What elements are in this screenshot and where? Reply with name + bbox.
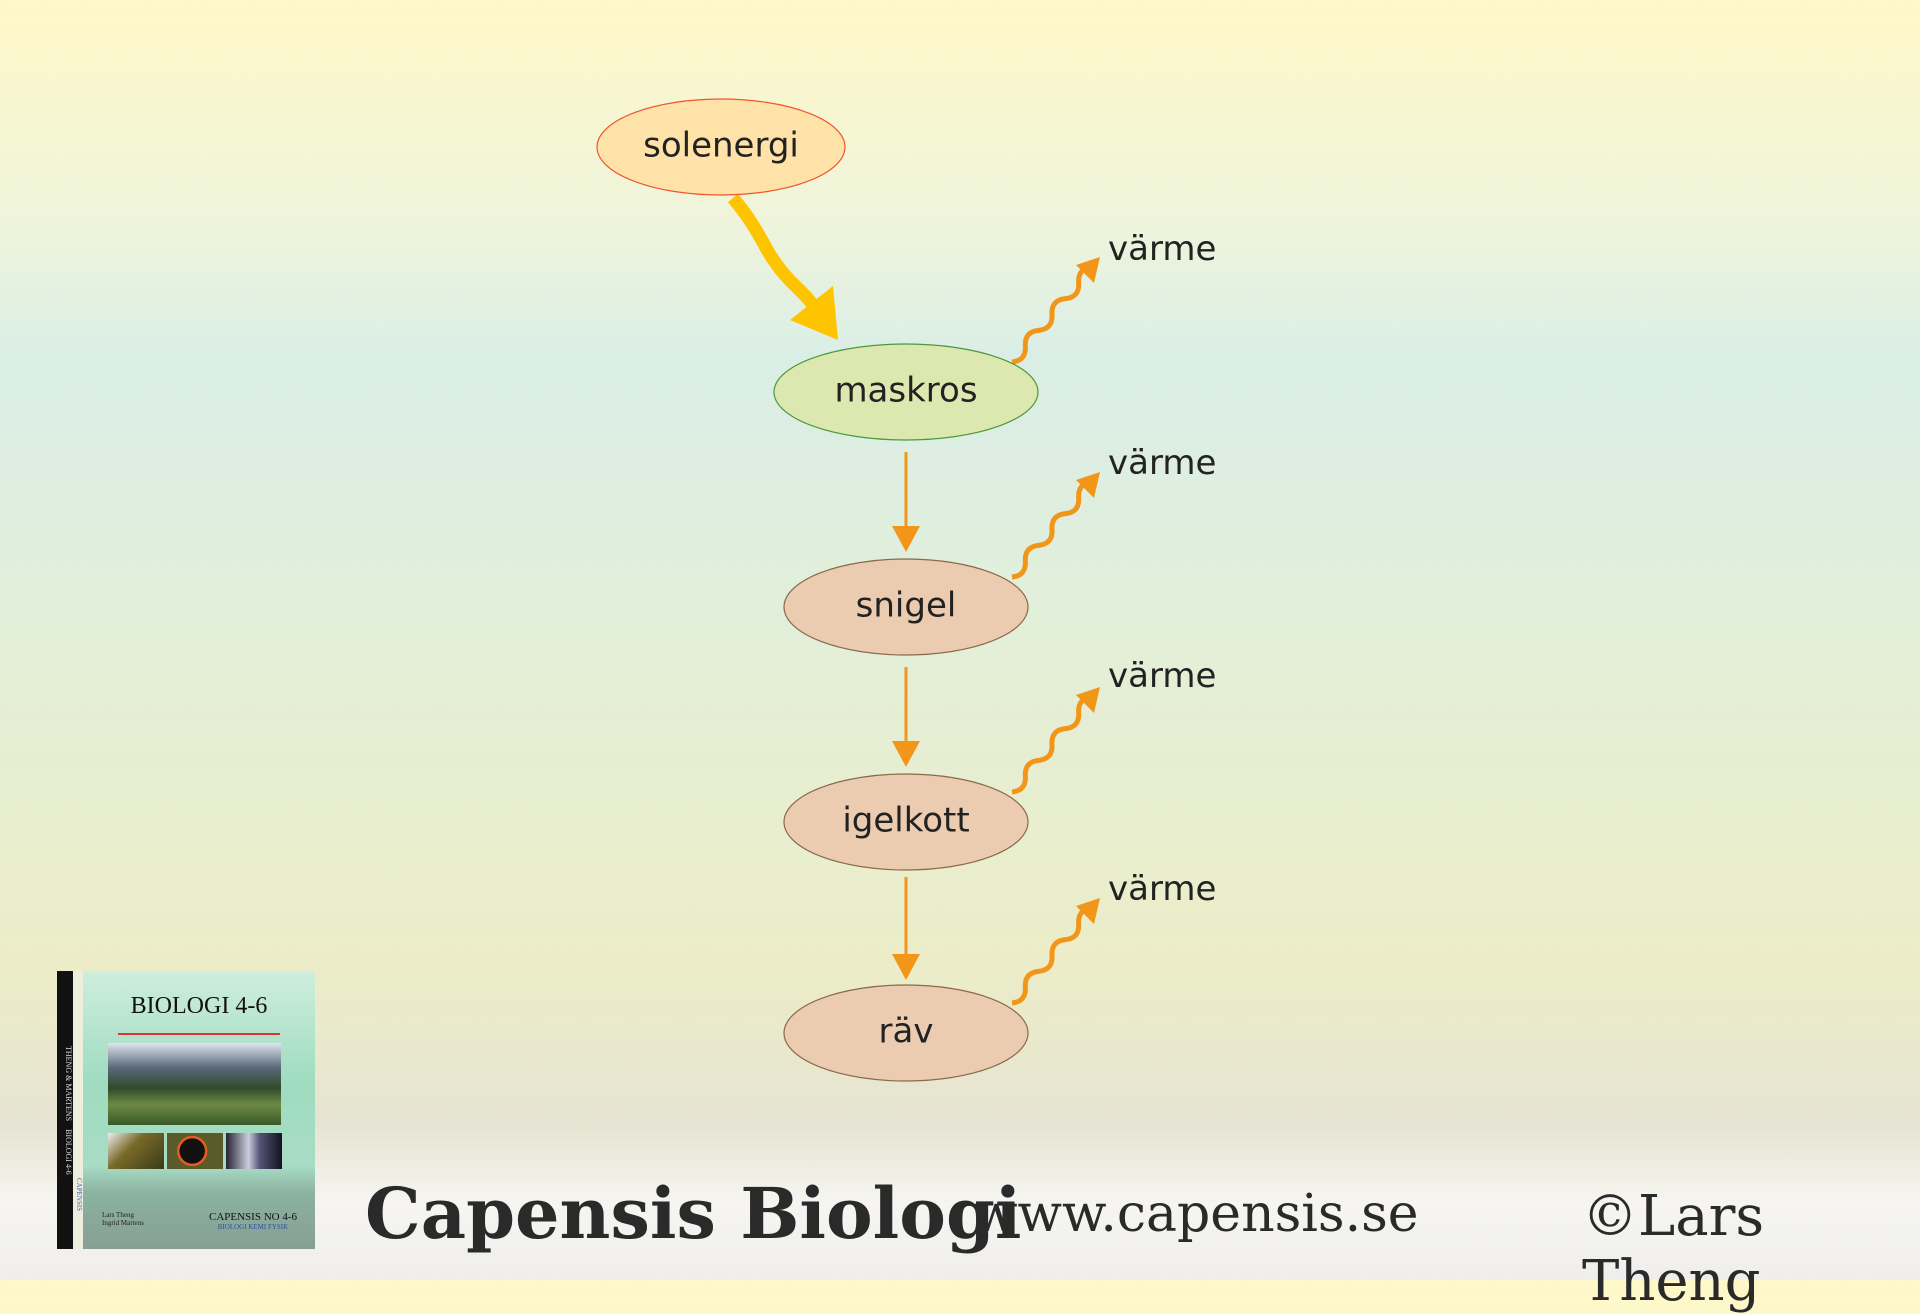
heat-label-1: värme [1108,229,1216,269]
landscape-photo [108,1043,281,1125]
node-igelkott [783,773,1029,871]
heat-arrow-2 [1011,479,1093,580]
copyright: ©Lars Theng [1582,1184,1765,1314]
heat-arrowhead-2 [1076,472,1100,498]
sun-energy-arrowhead [790,286,838,340]
node-maskros [773,343,1039,441]
label-maskros: maskros [834,371,977,411]
label-rav: räv [879,1012,934,1052]
book-cover: THENG & MARTENS BIOLOGI 4-6 CAPENSIS BIO… [57,971,315,1249]
heat-arrow-4 [1011,905,1093,1006]
heat-label-2: värme [1108,443,1216,483]
sun-energy-arrow [728,193,828,322]
label-solenergi: solenergi [643,126,799,166]
book-spine: THENG & MARTENS BIOLOGI 4-6 [57,971,73,1249]
heat-arrowhead-1 [1076,257,1100,283]
puffin-photo [167,1133,223,1169]
book-title: BIOLOGI 4-6 [130,993,268,1019]
heat-arrow-1 [1011,264,1093,365]
insect-photo [108,1133,164,1169]
heat-label-4: värme [1108,869,1216,909]
heat-arrowhead-3 [1076,687,1100,713]
brand-title: Capensis Biologi [365,1172,1022,1255]
website-link[interactable]: www.capensis.se [973,1184,1419,1244]
food-chain-diagram: solenergi maskros snigel igelkott räv vä… [596,98,1216,1082]
node-solenergi [596,98,846,196]
node-rav [783,984,1029,1082]
vial-photo [226,1133,282,1169]
spine-publisher: CAPENSIS [73,971,83,1249]
label-snigel: snigel [856,586,957,626]
heat-label-3: värme [1108,656,1216,696]
spine-authors: THENG & MARTENS [64,1045,73,1121]
label-igelkott: igelkott [842,801,969,841]
heat-arrowhead-4 [1076,898,1100,924]
heat-arrow-3 [1011,694,1093,795]
spine-title: BIOLOGI 4-6 [64,1128,73,1175]
node-snigel [783,558,1029,656]
